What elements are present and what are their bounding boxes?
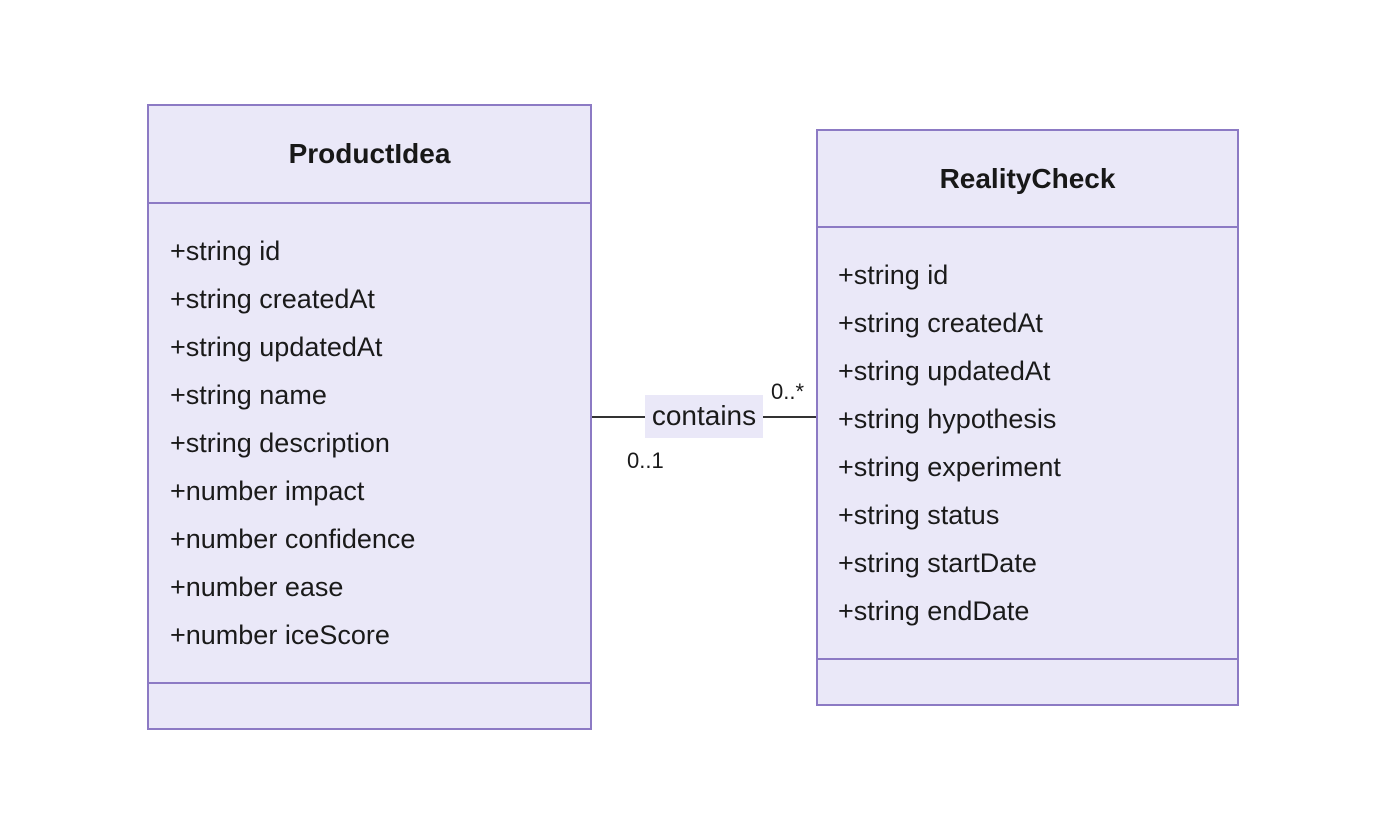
attribute-row: +string updatedAt [838,356,1051,386]
attribute-row: +string startDate [838,548,1037,578]
attribute-row: +string createdAt [838,308,1043,338]
attribute-row: +string description [170,428,390,458]
class-title: ProductIdea [149,106,590,204]
attribute-row: +number impact [170,476,365,506]
class-box-productidea: ProductIdea +string id +string createdAt… [147,104,592,730]
attribute-row: +string status [838,500,1000,530]
cardinality-target: 0..* [771,379,805,404]
attribute-row: +string experiment [838,452,1061,482]
class-attributes: +string id +string createdAt +string upd… [149,204,590,684]
attribute-row: +number iceScore [170,620,390,650]
attribute-row: +string id [170,236,281,266]
attribute-row: +number confidence [170,524,416,554]
class-attributes: +string id +string createdAt +string upd… [818,228,1237,660]
attribute-row: +string createdAt [170,284,375,314]
attribute-row: +string hypothesis [838,404,1057,434]
class-box-realitycheck: RealityCheck +string id +string createdA… [816,129,1239,706]
class-title: RealityCheck [818,131,1237,228]
attribute-row: +string endDate [838,596,1030,626]
class-methods-compartment [149,684,590,728]
cardinality-source: 0..1 [627,448,664,473]
class-methods-compartment [818,660,1237,704]
attribute-row: +number ease [170,572,344,602]
attribute-row: +string updatedAt [170,332,383,362]
attribute-row: +string name [170,380,327,410]
relation-line [592,416,816,418]
attribute-row: +string id [838,260,949,290]
